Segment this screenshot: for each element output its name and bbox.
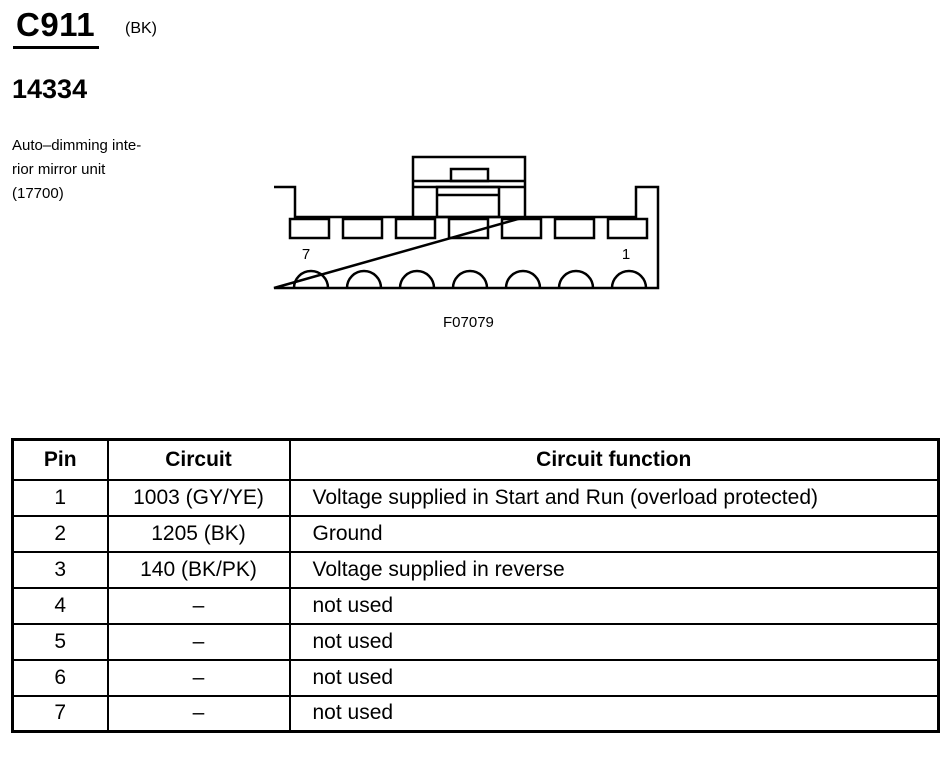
table-row: 4 – not used bbox=[11, 586, 940, 625]
pin-label-left: 7 bbox=[302, 246, 310, 263]
function-cell: not used bbox=[288, 586, 940, 625]
column-header-circuit: Circuit bbox=[106, 438, 291, 481]
circuit-cell: 1003 (GY/YE) bbox=[106, 478, 291, 517]
function-cell: not used bbox=[288, 694, 940, 733]
pin-cell: 7 bbox=[11, 694, 109, 733]
pin-cell: 4 bbox=[11, 586, 109, 625]
terminal-arch bbox=[398, 269, 436, 289]
pin-table: Pin Circuit Circuit function 1 1003 (GY/… bbox=[11, 438, 940, 733]
function-cell: Ground bbox=[288, 514, 940, 553]
latch-tab bbox=[449, 167, 490, 183]
circuit-cell: 140 (BK/PK) bbox=[106, 550, 291, 589]
figure-code: F07079 bbox=[443, 314, 494, 331]
terminal bbox=[606, 217, 649, 240]
table-row: 3 140 (BK/PK) Voltage supplied in revers… bbox=[11, 550, 940, 589]
terminal-arch bbox=[504, 269, 542, 289]
column-header-pin: Pin bbox=[11, 438, 109, 481]
terminal bbox=[341, 217, 384, 240]
description-line: (17700) bbox=[12, 185, 64, 202]
circuit-cell: – bbox=[106, 658, 291, 697]
description-line: Auto–dimming inte- bbox=[12, 137, 142, 154]
connector-id-underline bbox=[13, 46, 99, 49]
pin-cell: 6 bbox=[11, 658, 109, 697]
part-number: 14334 bbox=[12, 74, 88, 104]
pin-cell: 1 bbox=[11, 478, 109, 517]
table-row: 6 – not used bbox=[11, 658, 940, 697]
connector-face-diagram: 7 1 bbox=[273, 155, 660, 290]
circuit-cell: – bbox=[106, 622, 291, 661]
component-description: Auto–dimming inte- rior mirror unit (177… bbox=[12, 134, 141, 206]
terminal-arch bbox=[557, 269, 595, 289]
connector-body bbox=[273, 185, 660, 290]
table-row: 7 – not used bbox=[11, 694, 940, 733]
terminal bbox=[447, 217, 490, 240]
function-cell: not used bbox=[288, 622, 940, 661]
circuit-cell: 1205 (BK) bbox=[106, 514, 291, 553]
function-cell: Voltage supplied in Start and Run (overl… bbox=[288, 478, 940, 517]
terminal-arch bbox=[610, 269, 648, 289]
pin-label-right: 1 bbox=[622, 246, 630, 263]
terminal bbox=[288, 217, 331, 240]
terminal bbox=[394, 217, 437, 240]
pin-cell: 2 bbox=[11, 514, 109, 553]
table-row: 1 1003 (GY/YE) Voltage supplied in Start… bbox=[11, 478, 940, 517]
column-header-circuit-function: Circuit function bbox=[288, 438, 940, 481]
connector-id: C911 bbox=[16, 6, 96, 43]
terminal-arch bbox=[345, 269, 383, 289]
terminal bbox=[553, 217, 596, 240]
terminal-arch bbox=[292, 269, 330, 289]
latch-inner bbox=[435, 185, 501, 219]
table-row: 2 1205 (BK) Ground bbox=[11, 514, 940, 553]
function-cell: Voltage supplied in reverse bbox=[288, 550, 940, 589]
terminal bbox=[500, 217, 543, 240]
table-row: 5 – not used bbox=[11, 622, 940, 661]
pin-cell: 5 bbox=[11, 622, 109, 661]
terminal-arch bbox=[451, 269, 489, 289]
table-header-row: Pin Circuit Circuit function bbox=[11, 438, 940, 481]
description-line: rior mirror unit bbox=[12, 161, 106, 178]
function-cell: not used bbox=[288, 658, 940, 697]
pin-cell: 3 bbox=[11, 550, 109, 589]
circuit-cell: – bbox=[106, 586, 291, 625]
circuit-cell: – bbox=[106, 694, 291, 733]
connector-color: (BK) bbox=[125, 20, 157, 37]
